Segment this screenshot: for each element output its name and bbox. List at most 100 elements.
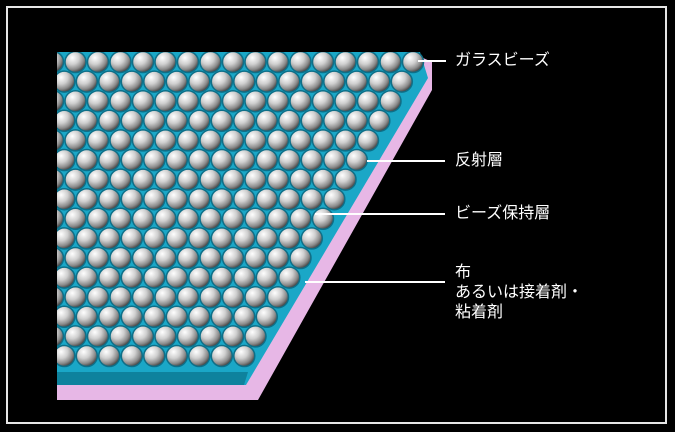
glass-bead: [221, 285, 245, 309]
glass-bead: [289, 52, 312, 74]
glass-bead: [199, 285, 222, 309]
glass-bead: [64, 89, 87, 113]
glass-bead: [210, 70, 234, 93]
glass-bead: [188, 187, 211, 211]
glass-bead: [199, 207, 222, 231]
glass-bead: [188, 227, 211, 250]
glass-bead: [57, 168, 65, 191]
glass-bead: [255, 70, 279, 93]
glass-bead: [75, 187, 99, 211]
glass-bead: [278, 187, 301, 211]
glass-bead: [221, 207, 245, 231]
glass-bead: [244, 285, 267, 309]
glass-bead: [255, 187, 279, 211]
glass-bead: [143, 148, 166, 172]
glass-bead: [120, 344, 144, 368]
glass-bead: [199, 246, 222, 270]
glass-bead: [188, 305, 211, 329]
glass-bead: [289, 207, 312, 231]
glass-bead: [233, 109, 256, 133]
glass-bead: [323, 109, 346, 133]
glass-bead: [75, 266, 99, 289]
glass-bead: [176, 325, 200, 348]
glass-bead: [323, 187, 346, 211]
glass-bead: [154, 325, 177, 348]
glass-bead: [278, 227, 301, 250]
glass-bead: [255, 305, 279, 329]
glass-bead: [356, 52, 380, 74]
glass-bead: [300, 227, 324, 250]
glass-bead: [356, 129, 380, 152]
glass-bead: [57, 109, 76, 133]
glass-bead: [188, 109, 211, 133]
glass-bead: [188, 70, 211, 93]
glass-bead: [289, 129, 312, 152]
glass-bead: [300, 70, 324, 93]
glass-bead: [131, 207, 155, 231]
glass-bead: [120, 305, 144, 329]
glass-bead: [143, 305, 166, 329]
glass-bead: [154, 129, 177, 152]
glass-bead: [75, 70, 99, 93]
front-edge: [57, 372, 248, 385]
glass-bead: [289, 168, 312, 191]
glass-bead: [244, 52, 267, 74]
glass-bead: [266, 52, 290, 74]
glass-bead: [165, 344, 189, 368]
glass-bead: [379, 89, 402, 113]
glass-bead: [154, 246, 177, 270]
glass-bead: [143, 227, 166, 250]
leader-line-bead-holding-layer: [315, 213, 445, 215]
glass-bead: [188, 344, 211, 368]
glass-bead: [86, 129, 110, 152]
glass-bead: [165, 227, 189, 250]
glass-bead: [120, 109, 144, 133]
glass-bead: [98, 305, 121, 329]
glass-bead: [244, 129, 267, 152]
glass-bead: [98, 70, 121, 93]
glass-bead: [188, 148, 211, 172]
glass-bead: [131, 52, 155, 74]
glass-bead: [75, 109, 99, 133]
glass-bead: [109, 285, 132, 309]
glass-bead: [311, 129, 335, 152]
leader-line-glass-beads: [418, 60, 446, 62]
glass-bead: [57, 207, 65, 231]
glass-bead: [311, 207, 335, 231]
glass-bead: [98, 148, 121, 172]
glass-bead: [75, 344, 99, 368]
glass-bead: [266, 129, 290, 152]
glass-bead: [109, 207, 132, 231]
glass-bead: [131, 89, 155, 113]
glass-bead: [154, 52, 177, 74]
glass-bead: [143, 70, 166, 93]
glass-bead: [266, 246, 290, 270]
glass-bead: [98, 266, 121, 289]
diagram-frame: [6, 6, 667, 424]
glass-bead: [57, 129, 65, 152]
glass-bead: [75, 148, 99, 172]
glass-bead: [131, 168, 155, 191]
glass-bead: [210, 305, 234, 329]
glass-bead: [109, 325, 132, 348]
glass-bead: [57, 89, 65, 113]
glass-bead: [64, 285, 87, 309]
glass-bead: [165, 148, 189, 172]
glass-bead: [255, 266, 279, 289]
glass-bead: [244, 246, 267, 270]
glass-bead: [75, 227, 99, 250]
glass-bead: [278, 70, 301, 93]
glass-bead: [86, 89, 110, 113]
glass-bead: [57, 266, 76, 289]
glass-bead: [176, 207, 200, 231]
glass-bead: [165, 109, 189, 133]
glass-bead: [176, 285, 200, 309]
glass-bead: [109, 129, 132, 152]
label-reflective-layer: 反射層: [455, 150, 504, 169]
glass-bead: [356, 89, 380, 113]
glass-bead: [109, 52, 132, 74]
glass-bead: [233, 70, 256, 93]
glass-bead: [233, 227, 256, 250]
glass-bead: [289, 246, 312, 270]
glass-bead: [390, 70, 414, 93]
